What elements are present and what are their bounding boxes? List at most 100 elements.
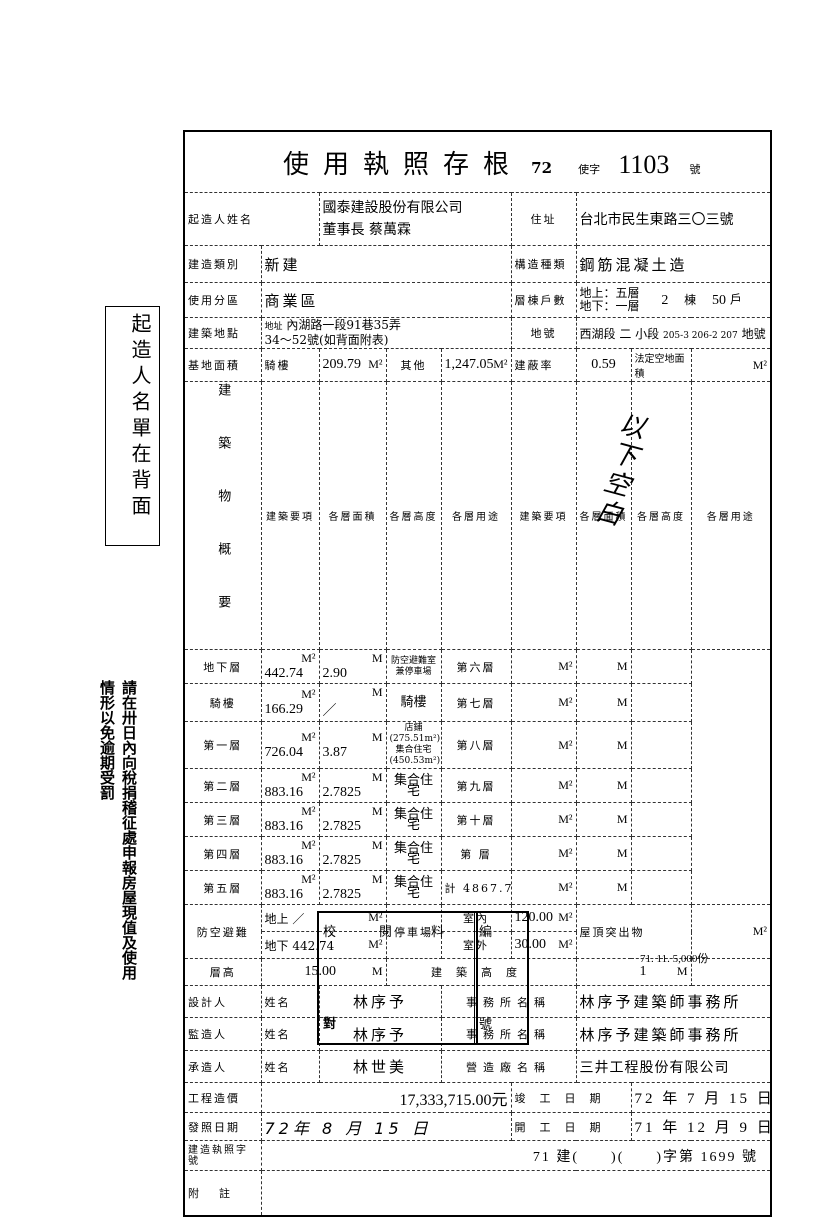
completion-date-label: 竣工日期 (510, 1082, 632, 1113)
building-summary-label: 建築物概要 (183, 381, 262, 650)
address-label: 住址 (510, 192, 577, 246)
build-permit-label: 建造執照字號 (183, 1140, 262, 1171)
number-stamp: 編 號 (474, 911, 529, 1045)
unit: M (616, 778, 628, 792)
land-section: 西湖段 二 小段 (579, 326, 660, 341)
column-header: 各層高度 (385, 381, 442, 650)
floor-height: 2.7825 (322, 887, 362, 902)
contractor-row: 承造人 姓名 林世美 營造廠名稱 三井工程股份有限公司 (183, 1050, 772, 1083)
floor-height: 2.7825 (322, 819, 362, 834)
unit: M² (558, 659, 573, 673)
office-label: 事務所名稱 (440, 1017, 577, 1051)
shelter-below: 地下 442.74 (264, 938, 335, 953)
stamp-char: 編 (479, 925, 493, 940)
floor-use: 集合住宅 (385, 768, 442, 803)
lot-suffix: 地號 (741, 326, 766, 341)
column-header: 各層面積 (318, 381, 387, 650)
floor-use-empty (630, 802, 692, 837)
unit: M² (558, 778, 573, 792)
open-space-label: 法定空地面積 (630, 348, 692, 382)
floor-area: 883.16 (264, 785, 304, 800)
cost-label: 工程造價 (183, 1082, 262, 1113)
unit: M² (368, 936, 383, 951)
issue-date-label: 發照日期 (183, 1112, 262, 1141)
zoning-value: 商業區 (260, 282, 512, 318)
unit: M (616, 659, 628, 673)
permit-number: 1103 (618, 149, 670, 179)
designer-office: 林序予建築師事務所 (575, 985, 772, 1018)
location-label: 建築地點 (183, 317, 262, 349)
title-cell: 使用執照存根 72 使字 1103 號 (183, 130, 772, 193)
floor-height: 2.7825 (322, 785, 362, 800)
print-footer: 71. 11. 5,000份 (640, 953, 709, 965)
floor-item: 第四層 (183, 836, 262, 871)
floor-area: 166.29 (264, 702, 304, 717)
construction-type-row: 建造類別 新建 構造種類 鋼筋混凝土造 (183, 245, 772, 283)
unit: M² (558, 937, 573, 951)
unit: M (616, 812, 628, 826)
unit: M (616, 737, 628, 752)
floor-area: 726.04 (264, 744, 304, 760)
floor-item: 計 4867.71 (440, 870, 512, 905)
unit: M² (301, 838, 316, 852)
applicant-row: 起造人姓名 國泰建設股份有限公司董事長 蔡萬霖 住址 台北市民生東路三〇三號 (183, 192, 772, 246)
coverage-label: 建蔽率 (510, 348, 577, 382)
remarks-label: 附註 (183, 1170, 262, 1216)
unit: M (371, 838, 383, 852)
name-label: 姓名 (260, 1017, 320, 1051)
floor-item: 第十層 (440, 802, 512, 837)
floor-area: 883.16 (264, 887, 304, 902)
construction-type-value: 新建 (260, 245, 512, 283)
coverage-ratio: 0.59 (575, 348, 632, 382)
structure-label: 構造種類 (510, 245, 577, 283)
column-header: 建築要項 (260, 381, 320, 650)
unit: M (371, 872, 383, 886)
supervisor-label: 監造人 (183, 1017, 262, 1051)
completion-date: 72 年 7 月 15 日 (630, 1082, 772, 1113)
permit-suffix: 號 (689, 162, 701, 176)
site-area-label: 基地面積 (183, 348, 262, 382)
stamp-char: 號 (479, 1017, 493, 1032)
floor-area: 883.16 (264, 819, 304, 834)
arcade-label: 騎樓 (260, 348, 320, 382)
floor-item: 第二層 (183, 768, 262, 803)
floor-item: 第七層 (440, 683, 512, 722)
arcade-area: 209.79 (322, 357, 362, 372)
build-permit-row: 建造執照字號 71 建( )( )字第 1699 號 (183, 1140, 772, 1171)
outdoor-parking: 30.00 (514, 937, 547, 952)
unit: M² (368, 909, 383, 924)
building-count: 2 (661, 292, 669, 308)
cost-row: 工程造價 17,333,715.00元 竣工日期 72 年 7 月 15 日 (183, 1082, 772, 1113)
unit: M² (558, 812, 573, 826)
floor-item: 第五層 (183, 870, 262, 905)
page-title: 使用執照存根 (283, 149, 524, 180)
office-label: 事務所名稱 (440, 985, 577, 1018)
floor-area: 883.16 (264, 853, 304, 868)
unit: M² (558, 880, 573, 894)
roof-structure-label: 屋頂突出物 (575, 904, 692, 959)
floor-use: 店鋪(275.51m²) 集合住宅(450.53m²) (385, 721, 442, 769)
stamp-char: 閱 (379, 925, 393, 940)
floor-height: 15.00 (304, 964, 337, 979)
floors-label: 層棟戶數 (510, 282, 577, 318)
year: 72 (531, 158, 553, 177)
designer-label: 設計人 (183, 985, 262, 1018)
other-label: 其他 (385, 348, 442, 382)
firm-label: 營造廠名稱 (440, 1050, 577, 1083)
floor-use-empty (630, 649, 692, 684)
unit: M² (301, 687, 316, 701)
zoning-label: 使用分區 (183, 282, 262, 318)
issue-date-row: 發照日期 72年 8 月 15 日 開工日期 71 年 12 月 9 日 (183, 1112, 772, 1141)
unit: M (616, 695, 628, 709)
floor-item: 第 層 (440, 836, 512, 871)
floor-use: 騎樓 (385, 683, 442, 722)
floor-item: 第一層 (183, 721, 262, 769)
floor-item: 第九層 (440, 768, 512, 803)
unit: M (371, 729, 383, 744)
lot-numbers: 205-3 206-2 207 (662, 330, 738, 341)
unit: M² (301, 770, 316, 784)
building-header-row: 建築物概要 建築要項 各層面積 各層高度 各層用途 建築要項 各層面積 各層高度… (183, 381, 772, 650)
remarks-value (260, 1170, 772, 1216)
start-date-label: 開工日期 (510, 1112, 632, 1141)
